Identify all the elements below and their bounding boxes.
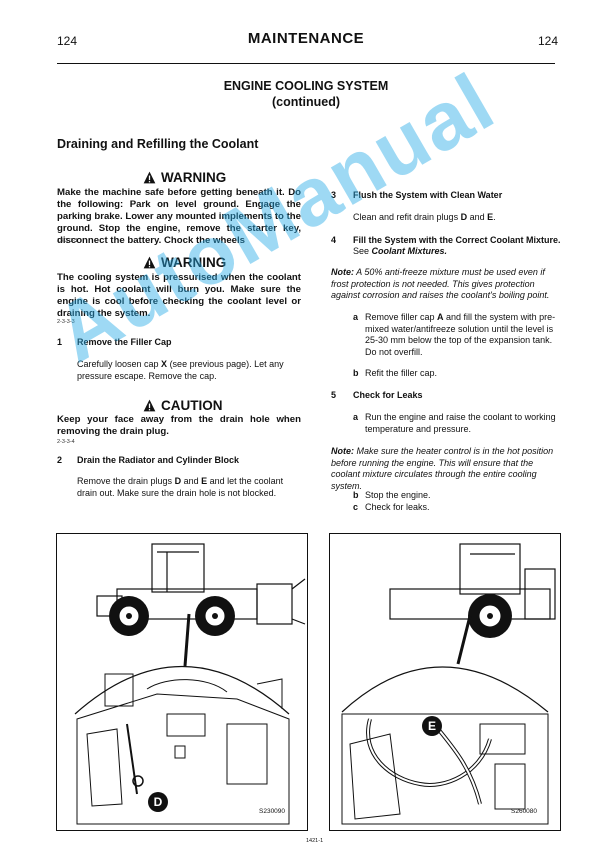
sub-b-text: Refit the filler cap. — [365, 368, 438, 378]
warning2-text: The cooling system is pressurised when t… — [57, 272, 301, 319]
figure-right: E — [329, 533, 561, 831]
sub5a-text: Run the engine and raise the coolant to … — [365, 412, 556, 434]
sub-a-text: Remove filler cap A and fill the system … — [365, 312, 556, 357]
step3-title: Flush the System with Clean Water — [353, 190, 503, 200]
step1-body: Carefully loosen cap X (see previous pag… — [77, 359, 284, 381]
loader-radiator-drain-illustration: D — [74, 543, 306, 825]
step5-number: 5 — [331, 390, 337, 400]
warning1-label: WARNING — [161, 170, 227, 185]
sub-a-letter: a — [353, 312, 359, 322]
warning2-label: WARNING — [161, 255, 227, 270]
figure-center-code: 1421-1 — [306, 838, 324, 844]
step2-body: Remove the drain plugs D and E and let t… — [77, 476, 284, 498]
section-title-line2: (continued) — [271, 95, 341, 109]
caution-text: Keep your face away from the drain hole … — [57, 414, 301, 437]
step4-number: 4 — [331, 235, 337, 245]
step3-body: Clean and refit drain plugs D and E. — [353, 212, 496, 222]
sub5b-text: Stop the engine. — [365, 490, 431, 500]
step2-number: 2 — [57, 455, 63, 465]
step3-number: 3 — [331, 190, 337, 200]
header-rule — [57, 63, 555, 64]
callout-d-text: D — [154, 795, 163, 809]
sub5c-text: Check for leaks. — [365, 502, 430, 512]
section-title-line1: ENGINE COOLING SYSTEM — [223, 79, 389, 93]
step4-title: Fill the System with the Correct Coolant… — [353, 235, 561, 245]
warning2-code: 2-3-3-3 — [57, 319, 75, 325]
figure-right-label: S260080 — [511, 808, 538, 815]
caution-triangle-icon — [143, 399, 156, 412]
note2: Note: Make sure the heater control is in… — [331, 446, 554, 491]
caution-heading: CAUTION — [143, 398, 223, 413]
warning2-heading: WARNING — [143, 255, 226, 270]
figure-left-label: S230090 — [259, 808, 286, 815]
step2-title: Drain the Radiator and Cylinder Block — [77, 455, 240, 465]
step5-title: Check for Leaks — [353, 390, 423, 400]
sub-b-letter: b — [353, 368, 359, 378]
section-title: ENGINE COOLING SYSTEM (continued) — [0, 78, 612, 110]
warning-triangle-icon — [143, 171, 156, 184]
figure-left: D — [56, 533, 308, 831]
warning1-code: 13-3-1-1 — [57, 238, 78, 244]
step4-body: See Coolant Mixtures. — [353, 246, 448, 256]
subsection-title: Draining and Refilling the Coolant — [57, 137, 259, 151]
caution-label: CAUTION — [161, 398, 223, 413]
sub5c-letter: c — [353, 502, 359, 512]
sub5a-letter: a — [353, 412, 359, 422]
page-number-left: 124 — [57, 34, 78, 48]
page-number-right: 124 — [538, 34, 559, 48]
note1: Note: A 50% anti-freeze mixture must be … — [331, 267, 550, 300]
step1-title: Remove the Filler Cap — [77, 337, 172, 347]
callout-e-badge — [422, 716, 442, 736]
step1-number: 1 — [57, 337, 63, 347]
caution-code: 2-3-3-4 — [57, 439, 75, 445]
callout-e-text: E — [428, 719, 436, 733]
page-header-title: MAINTENANCE — [247, 30, 365, 47]
callout-d-badge — [148, 792, 168, 812]
warning1-heading: WARNING — [143, 170, 226, 185]
sub5b-letter: b — [353, 490, 359, 500]
warning1-text: Make the machine safe before getting ben… — [57, 187, 301, 246]
loader-block-drain-illustration: E — [341, 543, 556, 825]
warning-triangle-icon — [143, 256, 156, 269]
